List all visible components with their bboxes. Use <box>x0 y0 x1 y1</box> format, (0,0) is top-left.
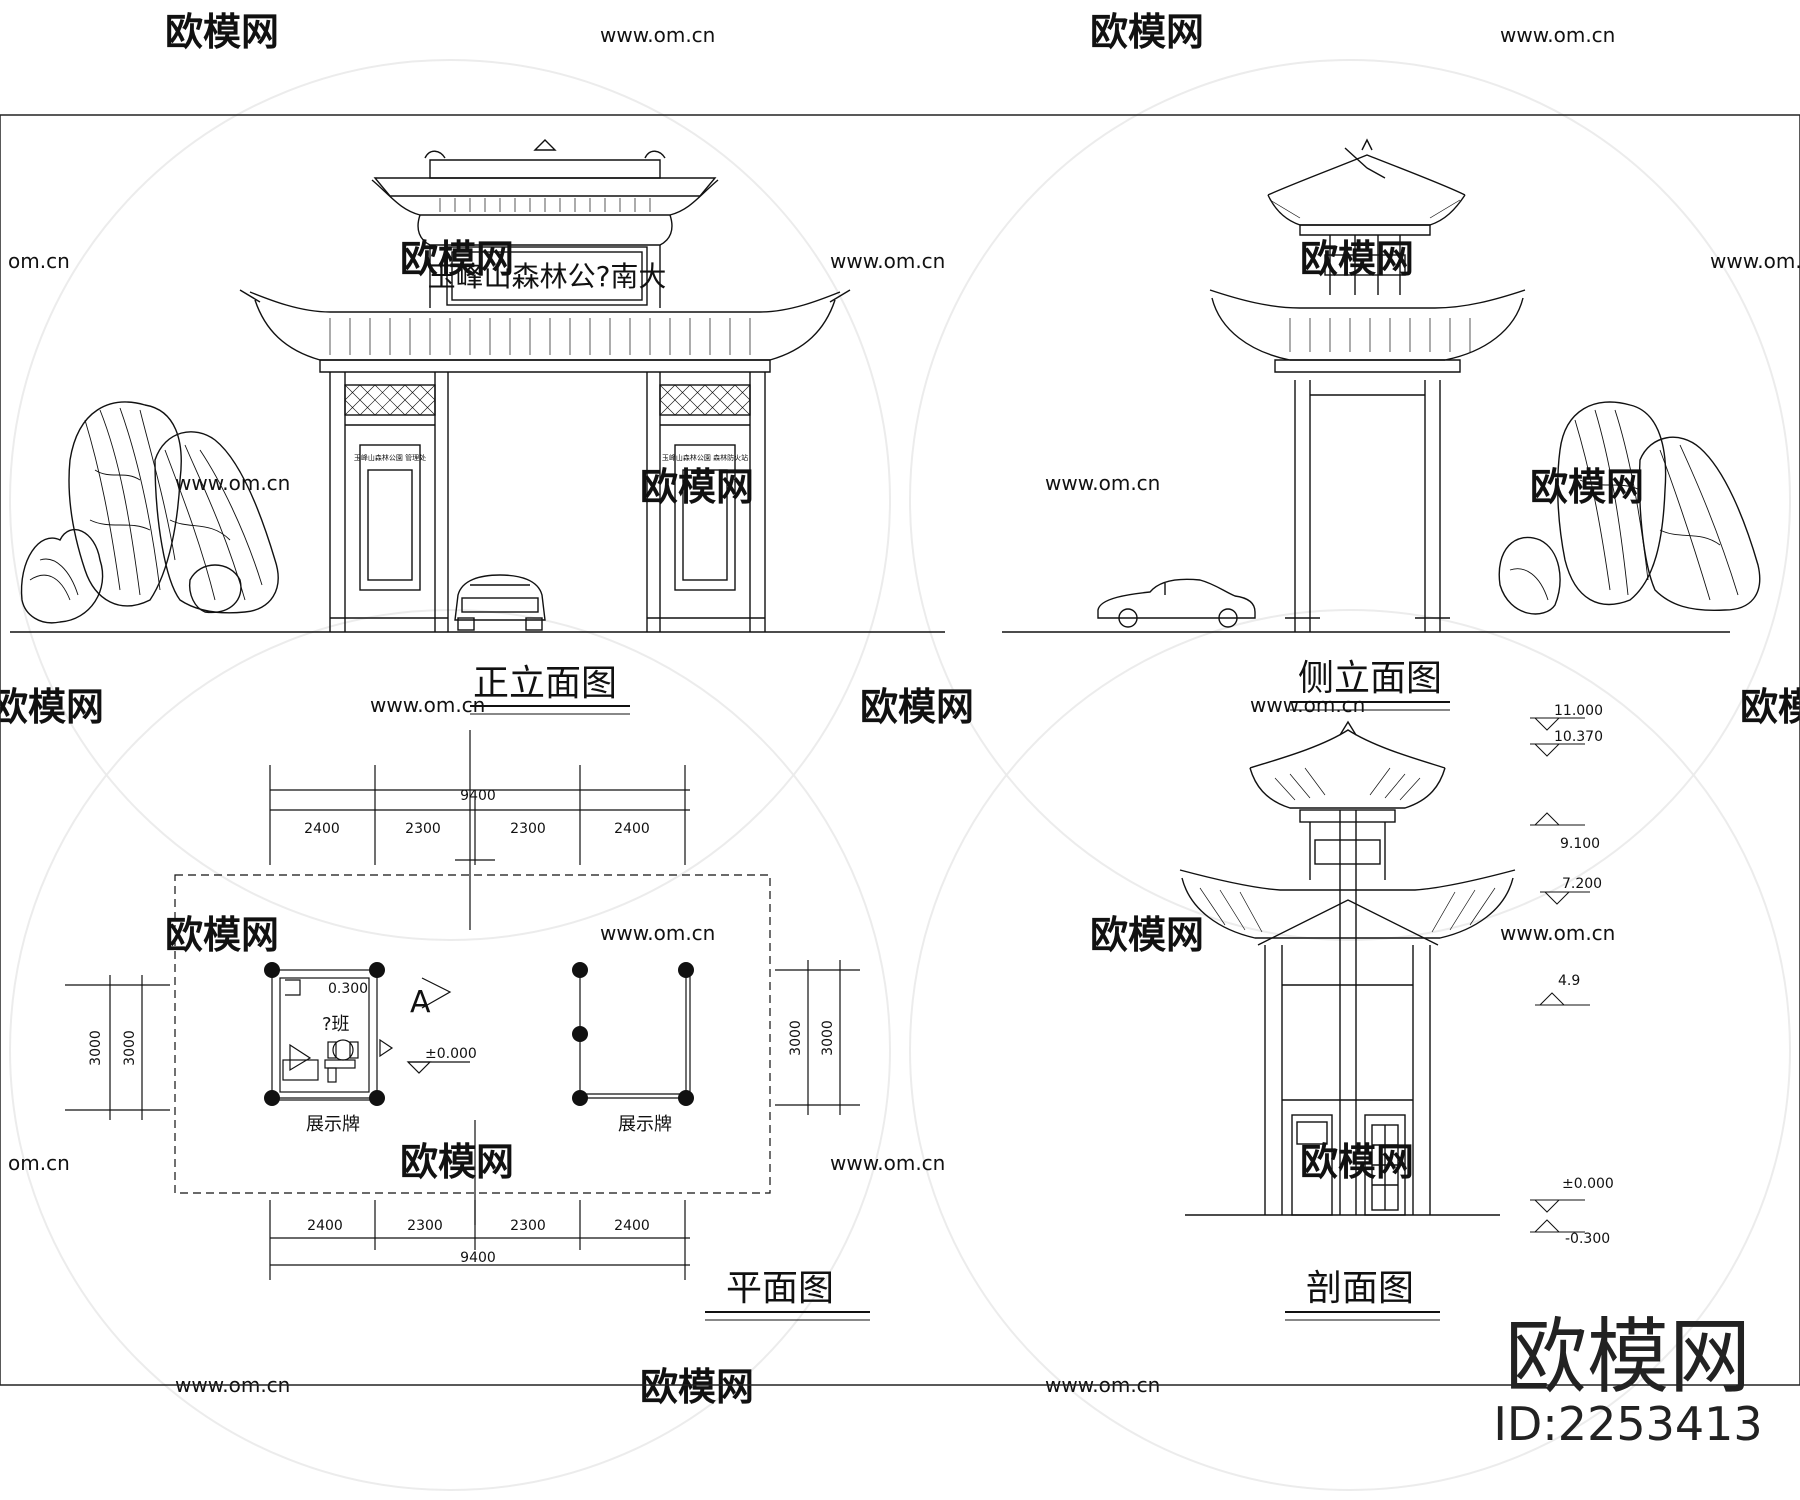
dim-top-1: 2400 <box>304 821 340 837</box>
dim-depth-right-1: 3000 <box>788 1020 804 1056</box>
watermark-brand: 欧模网 <box>1530 465 1644 509</box>
dim-bottom-2: 2300 <box>407 1218 443 1234</box>
front-elevation <box>10 139 945 633</box>
level-4900: 4.9 <box>1558 973 1580 989</box>
watermark-url: www.om.cn <box>600 23 715 47</box>
level-9100: 9.100 <box>1560 836 1600 852</box>
dim-bottom-1: 2400 <box>307 1218 343 1234</box>
dim-depth-right-2: 3000 <box>820 1020 836 1056</box>
watermark-brand: 欧模网 <box>860 685 974 729</box>
plan-board-left: 展示牌 <box>306 1114 360 1135</box>
level-minus-0300: -0.300 <box>1565 1231 1610 1247</box>
watermark-url: www.om.cn <box>1250 693 1365 717</box>
watermark-url: www.om.cn <box>830 249 945 273</box>
title-front-elevation: 正立面图 <box>473 663 617 704</box>
section-view <box>1179 717 1590 1233</box>
watermark-url: om.cn <box>8 1151 70 1175</box>
dim-total-bottom: 9400 <box>460 1250 496 1266</box>
plan-dimensions: 9400 2400 2300 2300 2400 2400 2300 2300 … <box>88 788 836 1266</box>
watermark-brand: 欧模网 <box>400 1140 514 1184</box>
main-sign-text: 玉峰山森林公?南大 <box>428 260 667 293</box>
side-elevation <box>1002 138 1761 633</box>
dim-bottom-3: 2300 <box>510 1218 546 1234</box>
title-section: 剖面图 <box>1306 1268 1414 1309</box>
plan-columns <box>264 962 694 1106</box>
watermark-url: om.cn <box>8 249 70 273</box>
dim-top-4: 2400 <box>614 821 650 837</box>
level-10370: 10.370 <box>1554 729 1603 745</box>
small-sign-right: 玉峰山森林公園 森林防火站 <box>662 453 748 462</box>
watermark-brand: 欧模网 <box>1090 913 1204 957</box>
section-levels: 11.000 10.370 9.100 7.200 4.9 ±0.000 -0.… <box>1554 703 1614 1247</box>
title-side-elevation: 侧立面图 <box>1298 658 1442 699</box>
dim-total-top: 9400 <box>460 788 496 804</box>
car-front-view <box>454 574 546 631</box>
level-11000: 11.000 <box>1554 703 1603 719</box>
watermark-url: www.om.cn <box>1500 23 1615 47</box>
watermark-url: www.om.cn <box>1710 249 1800 273</box>
plan-section-mark: A <box>410 985 431 1020</box>
watermark-url: www.om.cn <box>600 921 715 945</box>
watermark-url: www.om.cn <box>370 693 485 717</box>
dim-depth-left-1: 3000 <box>88 1030 104 1066</box>
watermark-brand: 欧模网 <box>165 913 279 957</box>
watermark-brand: 欧模网 <box>1300 1140 1414 1184</box>
watermark-url: www.om.cn <box>175 471 290 495</box>
front-gate <box>239 139 851 632</box>
brand-watermark: 欧模网 ID:2253413 <box>1493 1310 1762 1451</box>
brand-logo-text: 欧模网 <box>1505 1310 1751 1405</box>
dim-bottom-4: 2400 <box>614 1218 650 1234</box>
rock-cluster-right <box>1498 401 1761 615</box>
car-side-view <box>1097 578 1256 628</box>
plan-floor-level: ±0.000 <box>425 1046 477 1062</box>
level-7200: 7.200 <box>1562 876 1602 892</box>
dim-top-2: 2300 <box>405 821 441 837</box>
watermark-url: www.om.cn <box>830 1151 945 1175</box>
dim-top-3: 2300 <box>510 821 546 837</box>
watermark-brand: 欧模网 <box>0 685 104 729</box>
title-plan: 平面图 <box>726 1268 834 1309</box>
level-0000: ±0.000 <box>1562 1176 1614 1192</box>
rock-cluster-left <box>20 401 279 624</box>
watermark-brand: 欧模网 <box>1300 237 1414 281</box>
brand-id: ID:2253413 <box>1493 1397 1762 1451</box>
sheet-border <box>0 114 1800 1386</box>
dim-depth-left-2: 3000 <box>122 1030 138 1066</box>
watermark-brand: 欧模网 <box>640 1365 754 1409</box>
watermark-url: www.om.cn <box>1500 921 1615 945</box>
small-sign-left: 玉峰山森林公園 管理处 <box>354 453 426 462</box>
plan-view <box>65 730 860 1280</box>
plan-board-right: 展示牌 <box>618 1114 672 1135</box>
plan-level-label: 0.300 <box>328 981 368 997</box>
plan-room-label: ?班 <box>322 1014 350 1035</box>
watermark-brand: 欧模网 <box>1740 685 1800 729</box>
watermark-url: www.om.cn <box>1045 471 1160 495</box>
view-titles: 正立面图 侧立面图 平面图 剖面图 <box>470 658 1450 1321</box>
watermark-brand: 欧模网 <box>1090 10 1204 54</box>
watermark-brand: 欧模网 <box>165 10 279 54</box>
watermark-brand: 欧模网 <box>640 465 754 509</box>
